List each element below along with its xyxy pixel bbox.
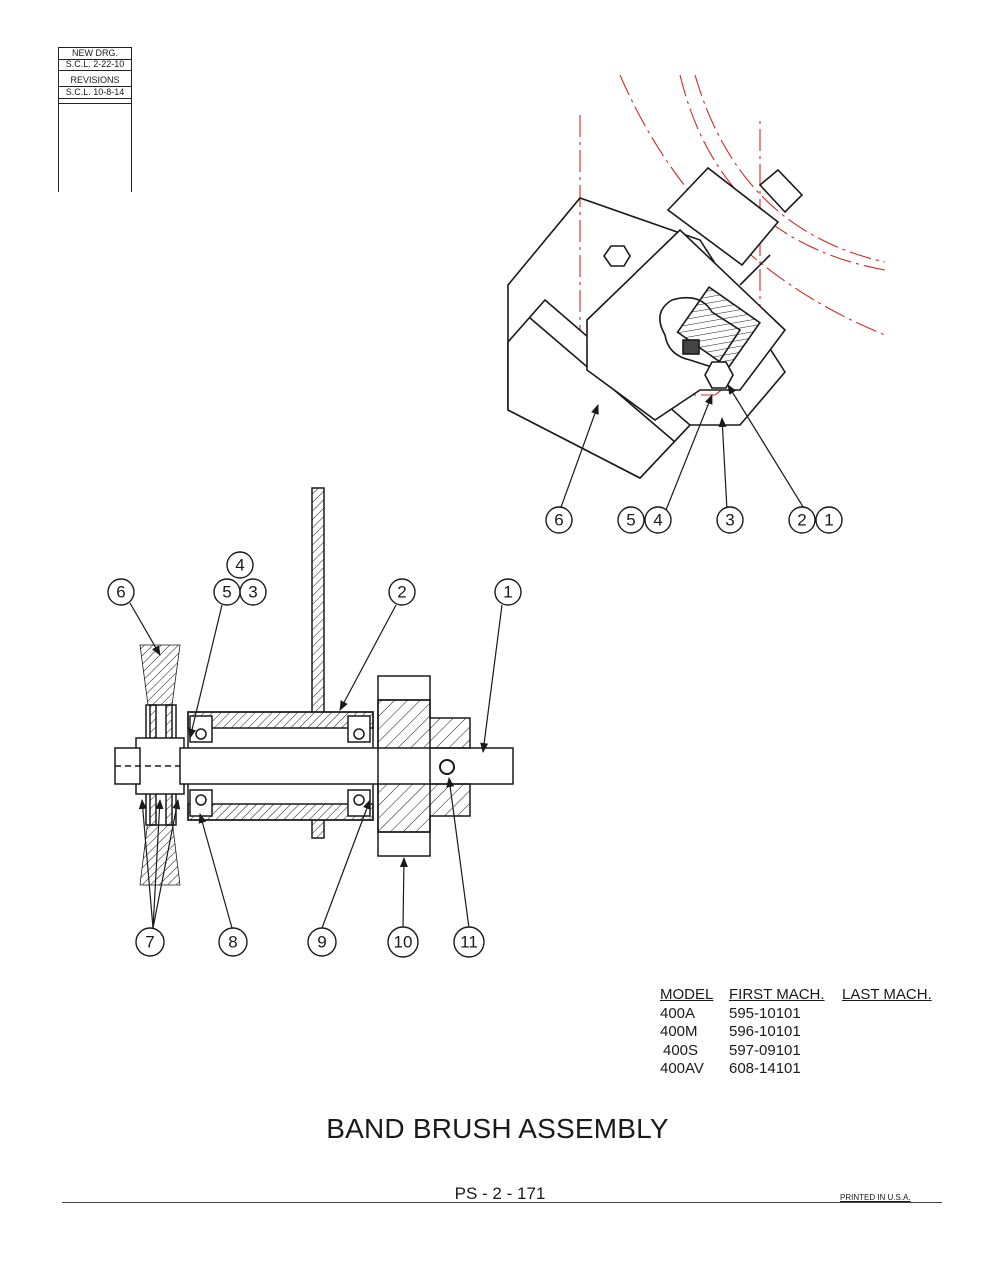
section-callout-10: 10 [387, 926, 419, 958]
callout-label: 4 [235, 556, 244, 575]
callout-label: 6 [116, 583, 125, 602]
last-mach-cell [842, 1023, 945, 1042]
section-callout-9: 9 [307, 927, 337, 957]
first-mach-cell: 608-14101 [729, 1060, 801, 1077]
callout-label: 5 [222, 583, 231, 602]
hex-nut-top [603, 245, 631, 267]
callout-label: 10 [394, 933, 413, 952]
last-mach-cell [842, 1042, 945, 1061]
pulley-top [666, 166, 780, 267]
top-view-callout-2: 2 [788, 506, 816, 534]
section-callout-4: 4 [226, 551, 254, 579]
callout-label: 3 [725, 511, 734, 530]
table-row: 400M 596-10101 [660, 1023, 945, 1042]
section-callout-8: 8 [218, 927, 248, 957]
model-cell: 400M [660, 1023, 698, 1040]
drawing-title: BAND BRUSH ASSEMBLY [326, 1113, 669, 1144]
set-screw [439, 759, 455, 775]
section-callout-6: 6 [107, 578, 135, 606]
shaft-top [758, 168, 804, 214]
last-mach-cell [842, 1060, 945, 1079]
callout-label: 11 [460, 933, 478, 952]
revision-divider [59, 103, 131, 104]
table-row: 400S 597-09101 [660, 1042, 945, 1061]
callout-label: 1 [824, 511, 833, 530]
top-view-callout-6: 6 [545, 506, 573, 534]
header-first-mach: FIRST MACH. [729, 986, 825, 1003]
callout-label: 4 [653, 511, 662, 530]
callout-label: 8 [228, 933, 237, 952]
top-view-callout-4: 4 [644, 506, 672, 534]
callout-label: 1 [503, 583, 512, 602]
last-mach-cell [842, 1005, 945, 1024]
top-view-callout-1: 1 [815, 506, 843, 534]
brush-block [507, 298, 692, 479]
model-cell: 400AV [660, 1060, 704, 1077]
callout-label: 9 [317, 933, 326, 952]
section-view [114, 487, 514, 886]
model-table: MODEL FIRST MACH. LAST MACH. 400A 595-10… [660, 986, 945, 1079]
first-mach-cell: 597-09101 [729, 1041, 801, 1059]
table-row: 400A 595-10101 [660, 1005, 945, 1024]
revisions-label: REVISIONS [59, 75, 131, 87]
callout-label: 2 [397, 583, 406, 602]
section-callout-11: 11 [453, 926, 485, 958]
model-cell: 400S [663, 1041, 699, 1059]
table-row: 400AV 608-14101 [660, 1060, 945, 1079]
header-last-mach: LAST MACH. [842, 986, 932, 1003]
page-number: PS - 2 - 171 [454, 1184, 546, 1203]
top-view [507, 74, 886, 479]
first-mach-cell: 596-10101 [729, 1023, 801, 1040]
new-drg-value: S.C.L. 2-22-10 [59, 59, 131, 71]
footer-rule [62, 1202, 942, 1203]
revision-entry: S.C.L. 10-8-14 [59, 87, 131, 99]
section-callout-7: 7 [135, 927, 165, 957]
printed-in-usa: PRINTED IN U.S.A. [840, 1193, 911, 1202]
new-drg-label: NEW DRG. [59, 47, 131, 60]
hex-bolt [704, 361, 734, 389]
section-callout-3: 3 [239, 578, 267, 606]
model-cell: 400A [660, 1004, 696, 1022]
callout-label: 5 [626, 511, 635, 530]
callout-label: 2 [797, 511, 806, 530]
section-callout-5: 5 [213, 578, 241, 606]
main-shaft [179, 747, 514, 785]
callout-label: 6 [554, 511, 563, 530]
section-callout-1: 1 [494, 578, 522, 606]
top-view-callout-3: 3 [716, 506, 744, 534]
model-table-header: MODEL FIRST MACH. LAST MACH. [660, 986, 945, 1005]
callout-label: 3 [248, 583, 257, 602]
section-callout-2: 2 [388, 578, 416, 606]
pulley [377, 675, 471, 857]
first-mach-cell: 595-10101 [729, 1004, 801, 1022]
revision-block: NEW DRG. S.C.L. 2-22-10 REVISIONS S.C.L.… [58, 47, 132, 192]
header-model: MODEL [660, 986, 714, 1003]
top-view-callout-5: 5 [617, 506, 645, 534]
callout-label: 7 [145, 933, 154, 952]
